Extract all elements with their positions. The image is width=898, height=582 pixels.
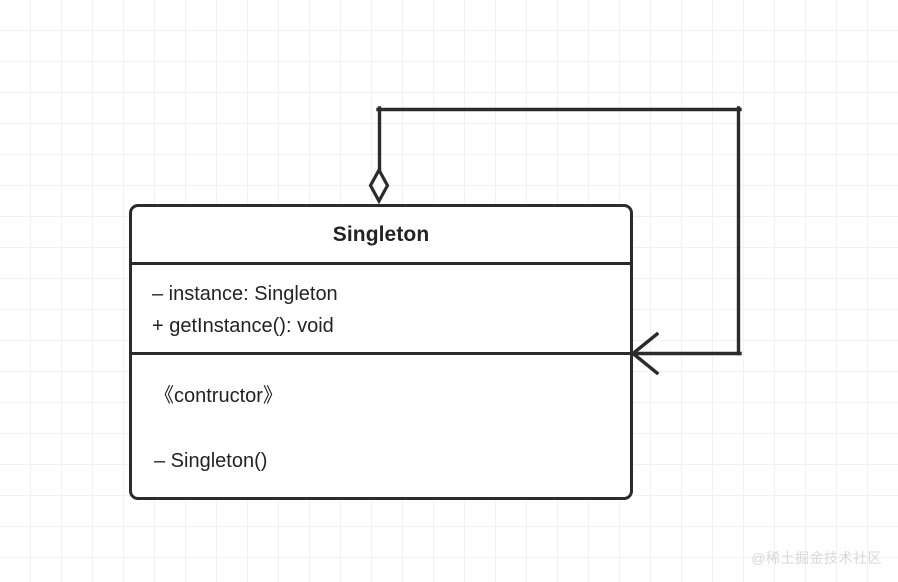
class-name-compartment: Singleton xyxy=(132,207,630,265)
stereotype-label: 《contructor》 xyxy=(154,385,283,407)
class-operations-compartment: 《contructor》 – Singleton() xyxy=(132,355,630,497)
attribute-line: + getInstance(): void xyxy=(152,315,334,337)
compartment-spacer xyxy=(154,412,630,445)
uml-class-box[interactable]: Singleton – instance: Singleton + getIns… xyxy=(129,204,633,500)
open-arrow-icon xyxy=(630,331,660,376)
watermark-label: @稀土掘金技术社区 xyxy=(751,550,882,566)
operation-line: – Singleton() xyxy=(154,450,268,472)
class-name-label: Singleton xyxy=(332,222,430,246)
attribute-line: – instance: Singleton xyxy=(152,283,338,305)
class-attributes-compartment: – instance: Singleton + getInstance(): v… xyxy=(132,265,630,355)
aggregation-diamond-icon xyxy=(368,166,390,205)
